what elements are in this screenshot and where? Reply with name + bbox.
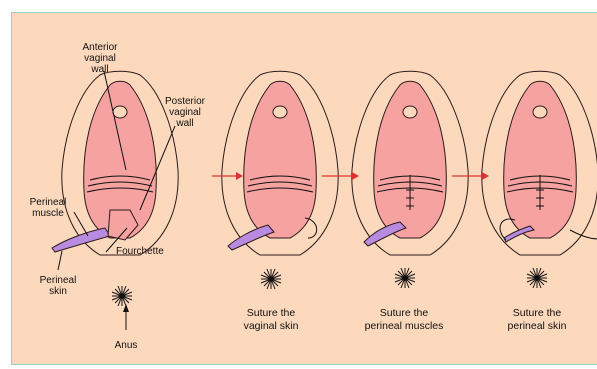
label-posterior-wall-1: Posterior xyxy=(165,96,206,107)
step-3-illustration xyxy=(482,71,597,255)
label-anterior-wall-1: Anterior xyxy=(82,42,118,53)
label-posterior-wall-3: wall xyxy=(175,118,193,129)
step-2-illustration xyxy=(352,71,468,255)
anus-icon xyxy=(395,268,415,288)
step-1-illustration xyxy=(222,71,338,255)
label-perineal-skin-1: Perineal xyxy=(40,275,77,286)
label-anterior-wall-2: vaginal xyxy=(84,53,116,64)
step-2-caption-line-2: perineal muscles xyxy=(365,320,444,332)
anus-icon xyxy=(112,286,132,306)
label-perineal-muscle-1: Perineal xyxy=(30,197,67,208)
label-fourchette: Fourchette xyxy=(116,246,164,257)
label-perineal-skin-2: skin xyxy=(49,286,67,297)
step-2-caption-line-1: Suture the xyxy=(380,307,429,319)
label-posterior-wall-2: vaginal xyxy=(169,107,201,118)
step-1-caption-line-2: vaginal skin xyxy=(244,320,299,332)
label-anus: Anus xyxy=(115,340,138,351)
label-perineal-muscle-2: muscle xyxy=(32,208,64,219)
anus-icon xyxy=(527,268,547,288)
step-3-caption-line-2: perineal skin xyxy=(508,320,567,332)
step-1-caption-line-1: Suture the xyxy=(247,307,296,319)
anus-icon xyxy=(261,269,281,289)
label-anterior-wall-3: wall xyxy=(90,64,108,75)
step-3-caption-line-1: Suture the xyxy=(513,307,562,319)
